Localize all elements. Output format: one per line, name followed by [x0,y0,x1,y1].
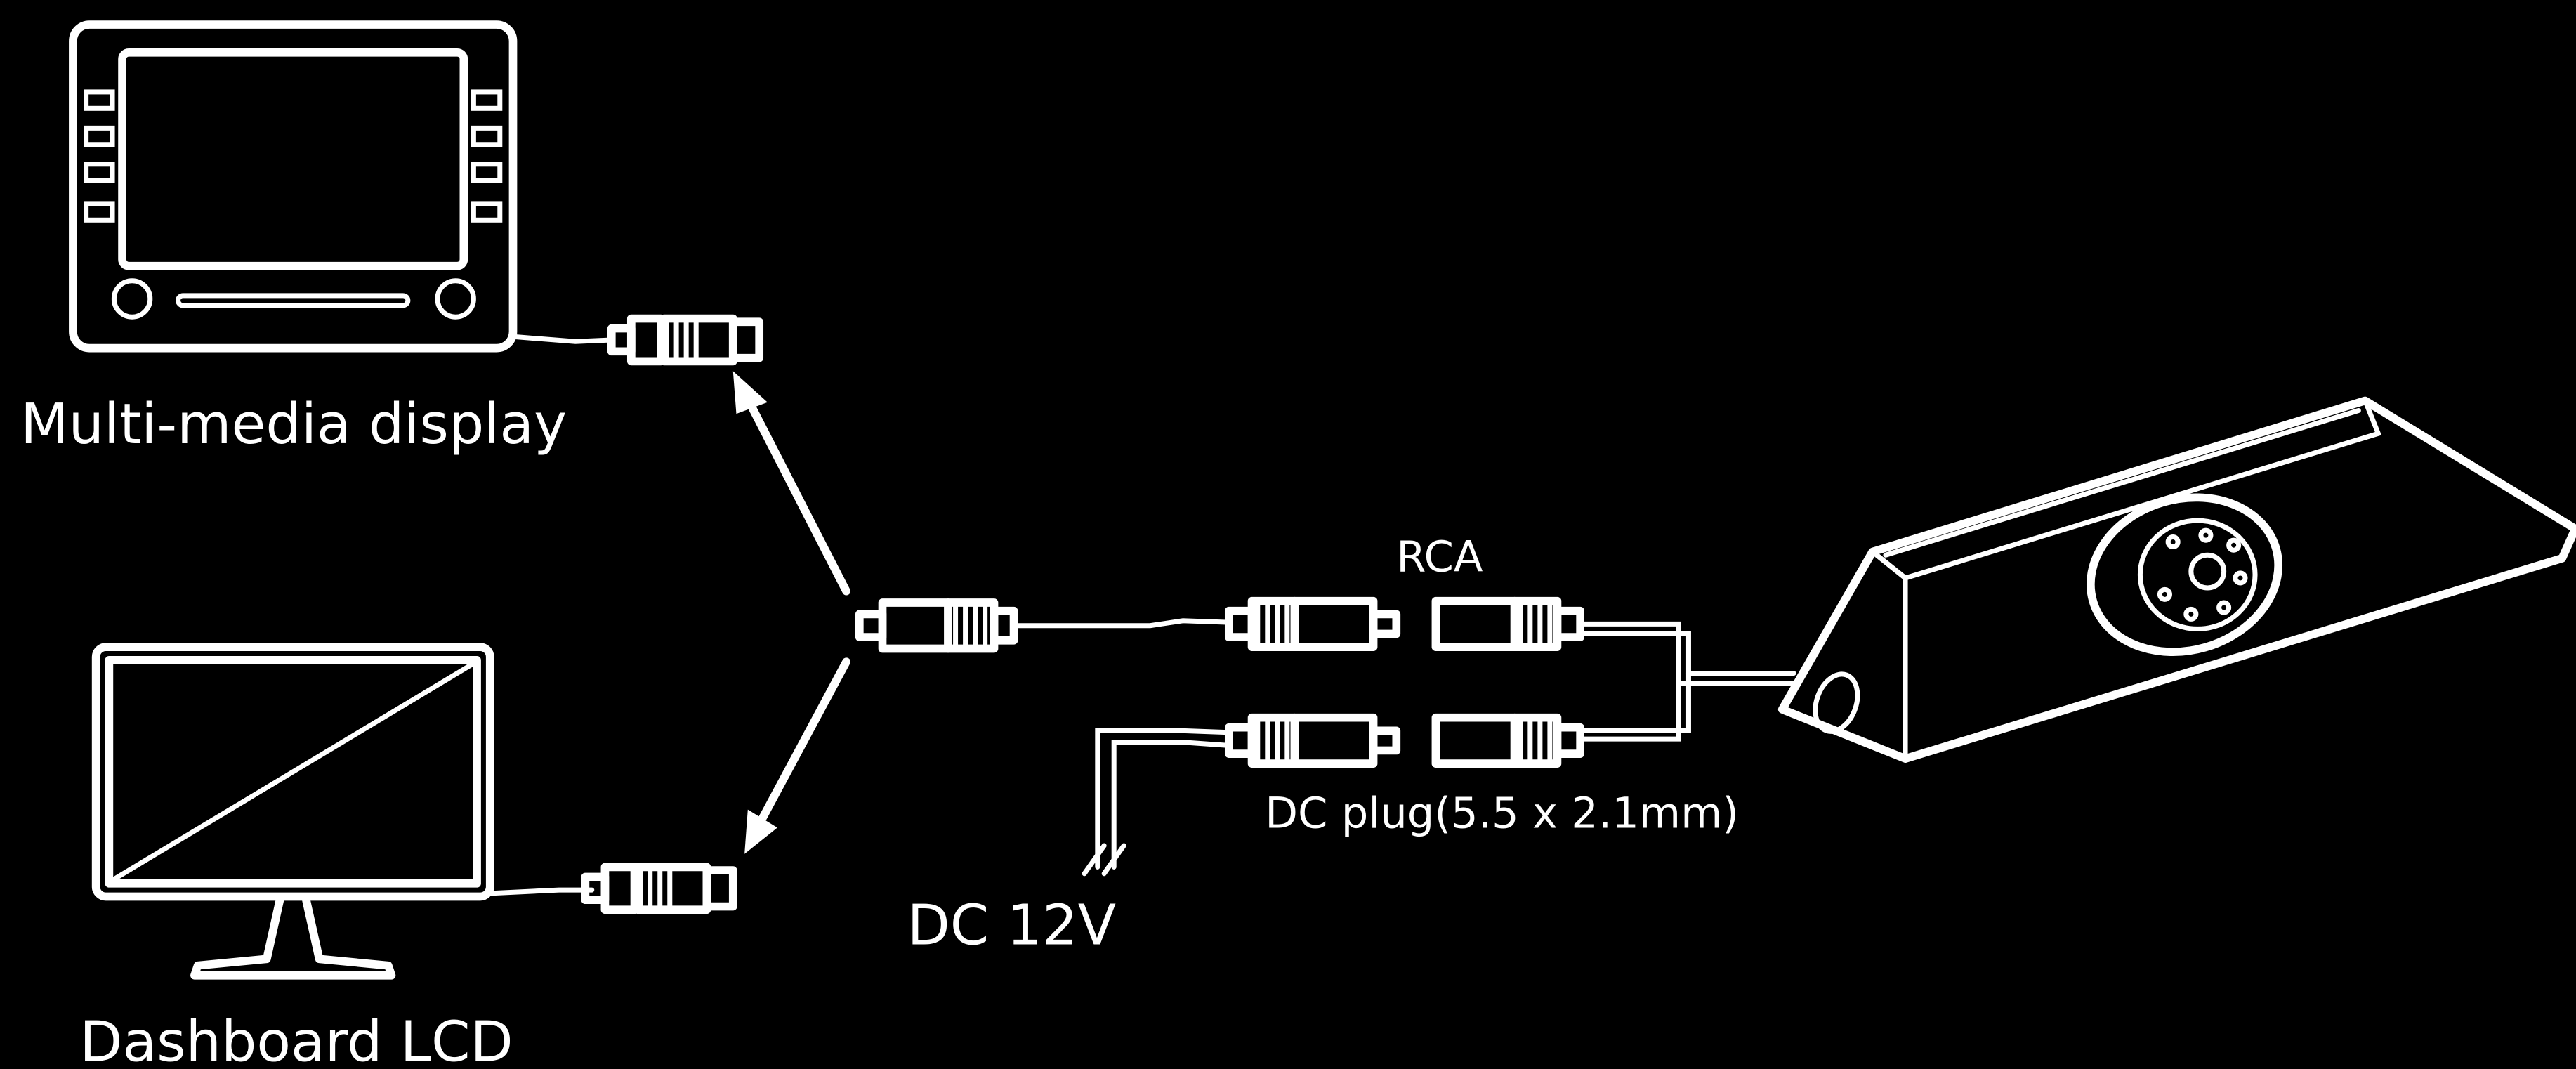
video-out-connector [855,598,1018,653]
camera-harness [1577,621,1681,742]
multimedia-display-icon [69,20,518,353]
dc-camera-connector [1431,713,1584,768]
label-multimedia-display: Multi-media display [20,391,567,457]
dc-12v-cable-strand [1095,728,1232,870]
label-rca: RCA [1396,533,1483,582]
dc-cut-mark-2 [1101,843,1126,877]
label-dc-plug: DC plug(5.5 x 2.1mm) [1265,789,1739,838]
label-dc-12v: DC 12V [907,892,1116,957]
video-extension-connector [1224,596,1401,651]
display-connector [607,314,764,366]
camera-lead [1676,671,1796,686]
arrow-to-lcd [744,657,850,854]
lcd-cable [487,887,595,896]
arrow-to-display [732,371,850,596]
video-cable [1011,618,1232,629]
brake-light-camera-icon [1777,396,2576,763]
dc-input-connector [1224,713,1401,768]
lcd-connector [581,863,737,914]
dc-cut-mark [1082,843,1107,877]
rca-camera-connector [1431,596,1584,651]
display-cable [510,334,615,344]
dc-12v-cable [1111,740,1232,870]
dashboard-lcd-icon [91,643,494,980]
camera-harness-inner [1577,631,1691,733]
label-dashboard-lcd: Dashboard LCD [79,1009,513,1069]
